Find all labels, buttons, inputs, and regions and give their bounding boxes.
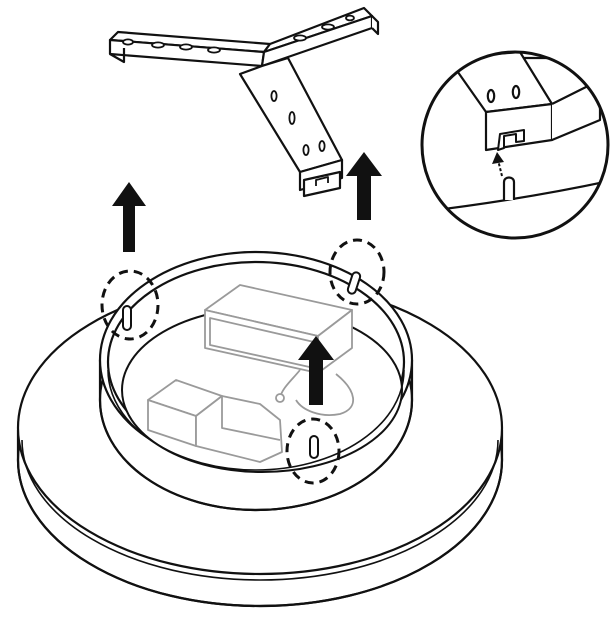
arrow-up-right (346, 152, 382, 220)
slot-bottom (309, 435, 319, 459)
detail-arrow-head (492, 152, 504, 164)
detail-magnifier (420, 50, 610, 240)
callout-circle-left (100, 269, 160, 341)
slot-right (346, 271, 362, 295)
arrow-up-left (112, 182, 146, 252)
connector-block (147, 379, 283, 463)
detail-slot (497, 129, 525, 151)
outer-ring-lip (21, 439, 499, 581)
callout-circle-bottom (285, 417, 341, 485)
mounting-bracket (108, 6, 380, 198)
inner-wall-shadow-line (107, 369, 405, 471)
arrow-up-center (298, 336, 334, 405)
detail-peg (502, 176, 516, 200)
fixture-slots (122, 271, 362, 459)
slot-left (122, 305, 132, 331)
lift-arrows (112, 152, 382, 405)
detail-bracket-top (446, 52, 602, 60)
detail-arrow (497, 159, 503, 177)
internal-components (147, 284, 355, 463)
callout-circle-right (328, 238, 386, 306)
wire-connector (275, 393, 285, 403)
bracket-end-tab (302, 170, 342, 198)
magnifier-frame (420, 50, 610, 240)
callout-circles (100, 238, 386, 485)
